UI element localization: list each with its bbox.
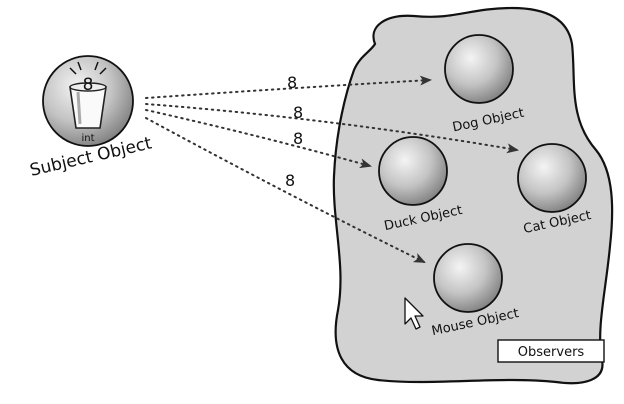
- value-glow-icon: [69, 61, 107, 75]
- subject-value: 8: [83, 75, 94, 95]
- observers-label: Observers: [518, 345, 585, 360]
- mouse-sphere: [433, 243, 503, 313]
- subject-object: 8 int Subject Object: [28, 55, 154, 181]
- message-value-dog: 8: [287, 73, 297, 92]
- message-value-mouse: 8: [285, 171, 295, 190]
- message-value-duck: 8: [293, 129, 303, 148]
- arrow-to-cat: [145, 103, 519, 154]
- arrow-to-dog: [145, 75, 432, 99]
- cat-sphere: [517, 143, 587, 213]
- message-arrows: [145, 75, 519, 263]
- duck-sphere: [378, 136, 448, 206]
- message-value-cat: 8: [293, 103, 303, 122]
- subject-type-label: int: [81, 133, 94, 144]
- arrow-to-duck: [145, 109, 372, 169]
- cup-icon: [69, 82, 107, 129]
- observers-label-box: Observers: [497, 339, 605, 363]
- arrow-to-mouse: [145, 117, 426, 263]
- mouse-pointer-icon: [404, 297, 424, 330]
- dog-sphere: [444, 34, 514, 104]
